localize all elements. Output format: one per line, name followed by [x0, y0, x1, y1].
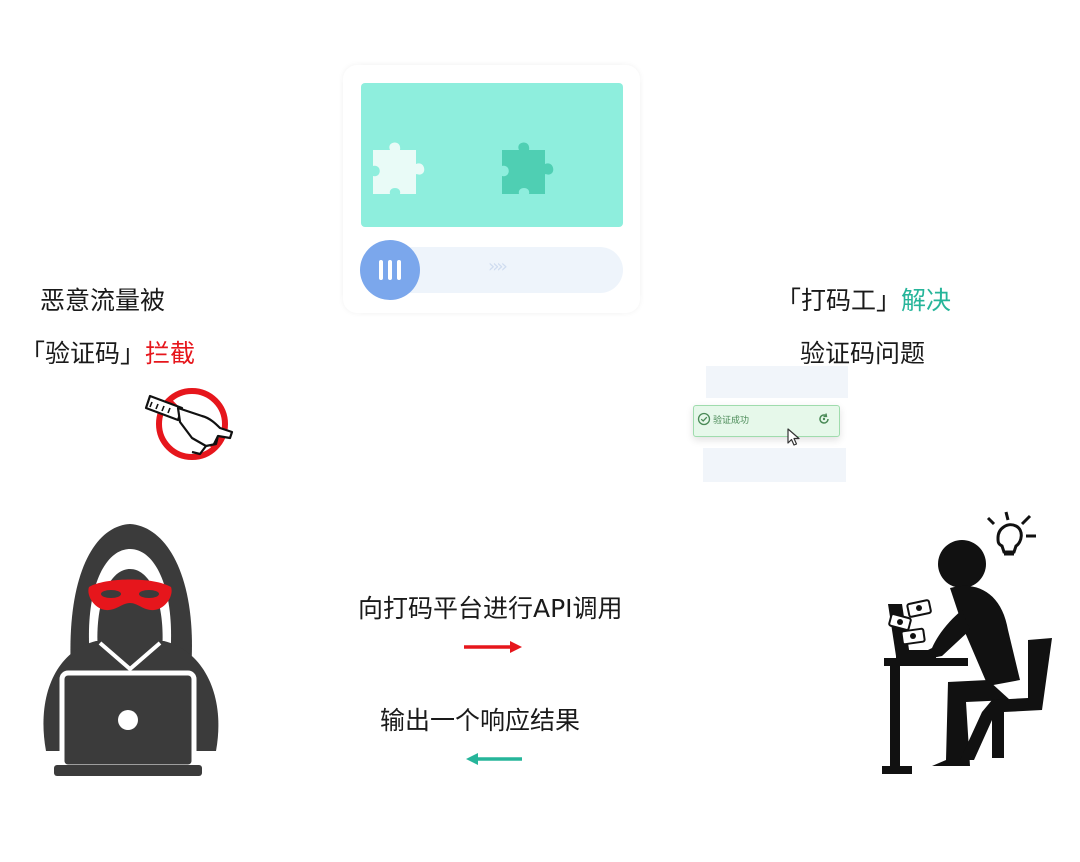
right-caption-line2: 验证码问题 [800, 339, 926, 368]
request-label: 向打码平台进行API调用 [358, 594, 623, 623]
check-circle-icon [697, 412, 711, 426]
no-entry-hand-icon [144, 388, 234, 460]
success-bg-top [706, 366, 848, 398]
right-caption-line1: 「打码工」解决 [776, 281, 951, 317]
money-icon [888, 599, 932, 646]
refresh-icon[interactable] [817, 412, 831, 426]
cursor-icon [787, 428, 800, 446]
left-caption-line2: 「验证码」拦截 [20, 334, 195, 370]
worker-icon [882, 511, 1052, 774]
puzzle-slot-icon [502, 142, 554, 194]
puzzle-piece-icon [373, 142, 425, 194]
hacker-icon [43, 524, 219, 776]
success-bg-bottom [703, 448, 846, 482]
success-bar [693, 405, 840, 437]
right-caption-worker: 「打码工」 [776, 286, 902, 315]
lightbulb-icon [986, 511, 1036, 556]
response-label: 输出一个响应结果 [380, 706, 581, 735]
slider-handle[interactable] [360, 240, 420, 300]
left-caption-line1: 恶意流量被 [40, 286, 166, 315]
left-caption-captcha: 「验证码」 [20, 339, 146, 368]
right-caption-solve: 解决 [901, 286, 952, 315]
right-arrow-icon [464, 641, 522, 653]
slider-arrows: ›››› [488, 256, 508, 277]
left-caption-blocked: 拦截 [145, 339, 196, 368]
success-text: 验证成功 [713, 416, 750, 426]
left-arrow-icon [466, 753, 522, 765]
